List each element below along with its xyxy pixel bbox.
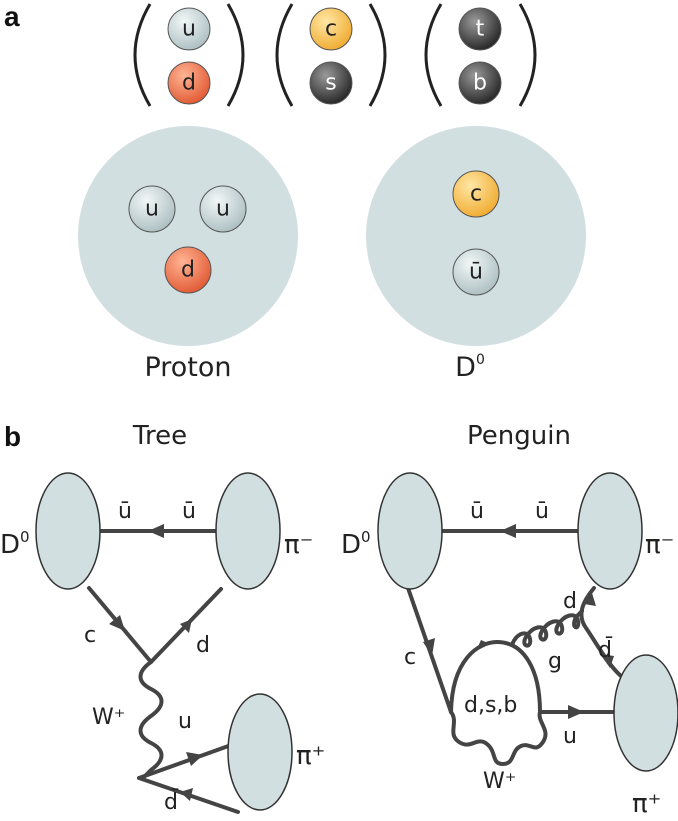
tree-d-label: d <box>196 633 210 658</box>
tree-diagram <box>35 472 293 814</box>
left-paren <box>275 3 294 107</box>
penguin-ubar-left: ū <box>470 499 484 524</box>
gluon <box>510 609 584 648</box>
u-quark-label: u <box>216 197 230 222</box>
c-quark-label: c <box>470 182 482 207</box>
arrow <box>109 615 125 631</box>
left-paren <box>424 3 443 107</box>
u-line <box>137 742 236 780</box>
arrow <box>568 705 584 719</box>
proton-body <box>78 126 298 346</box>
tree-w-label: W⁺ <box>92 705 125 730</box>
penguin-pi-minus-label: π⁻ <box>645 530 674 560</box>
penguin-dbar-label: d̄ <box>598 637 612 663</box>
right-paren <box>368 3 387 107</box>
penguin-ubar-right: ū <box>535 499 549 524</box>
tree-c-label: c <box>84 623 96 648</box>
tree-u-label: u <box>178 709 192 734</box>
penguin-d-label: d <box>563 589 577 614</box>
t-quark-label: t <box>476 17 485 42</box>
arrow <box>584 593 596 606</box>
s-quark-label: s <box>325 71 336 96</box>
c-quark-label: c <box>325 17 337 42</box>
penguin-pi-plus-label: π⁺ <box>632 789 661 819</box>
u-quark <box>199 185 247 233</box>
penguin-c-label: c <box>404 645 416 670</box>
pi-minus-hadron <box>577 472 643 590</box>
tree-pi-minus-label: π⁻ <box>284 530 313 560</box>
u-quark-label: u <box>182 17 196 42</box>
u-quark-label: u <box>145 197 159 222</box>
arrow <box>500 524 516 538</box>
arrow <box>423 638 435 656</box>
b-quark <box>458 61 502 105</box>
d0-caption: D0 <box>455 352 485 383</box>
d-dbar-line <box>579 586 634 684</box>
u-quark <box>128 185 176 233</box>
t-quark <box>458 7 502 51</box>
penguin-diagram <box>377 472 678 772</box>
penguin-w-label: W⁺ <box>483 769 516 794</box>
arrow <box>186 752 203 766</box>
tree-ubar-left: ū <box>118 499 132 524</box>
d0-hadron <box>35 472 101 590</box>
anti-u-quark <box>452 248 500 296</box>
penguin-g-label: g <box>548 649 562 674</box>
arrow <box>180 788 193 801</box>
arrow <box>600 654 614 668</box>
pi-plus-hadron <box>613 654 678 772</box>
d0-body <box>366 126 586 346</box>
tree-pi-plus-label: π⁺ <box>296 741 325 771</box>
d-quark-label: d <box>181 258 195 283</box>
u-quark <box>167 7 211 51</box>
arrow <box>180 619 192 633</box>
anti-u-quark-label: ū <box>469 260 483 285</box>
tree-d0-label: D0 <box>0 528 30 560</box>
left-paren <box>133 3 152 107</box>
doublet-tb: t b <box>424 3 537 107</box>
panel-b-label: b <box>4 421 21 452</box>
doublet-cs: c s <box>275 3 387 107</box>
quark-loop <box>449 640 542 714</box>
d0-hadron <box>377 472 443 590</box>
d0-meson: c ū <box>366 126 586 346</box>
c-quark <box>452 170 500 218</box>
w-boson <box>138 660 164 778</box>
penguin-u-label: u <box>563 724 577 749</box>
pi-minus-hadron <box>215 472 281 590</box>
s-quark <box>309 61 353 105</box>
proton: u u d <box>78 126 298 346</box>
tree-title: Tree <box>132 421 187 451</box>
tree-ubar-right: ū <box>182 499 196 524</box>
penguin-d0-label: D0 <box>341 528 371 560</box>
panel-a-label: a <box>4 1 20 32</box>
c-quark <box>309 7 353 51</box>
d-quark-label: d <box>182 71 196 96</box>
right-paren <box>226 3 245 107</box>
w-loop <box>449 710 548 766</box>
proton-caption: Proton <box>144 352 231 383</box>
arrow <box>476 640 490 651</box>
arrow <box>148 524 164 538</box>
b-quark-label: b <box>473 71 487 96</box>
doublet-ud: u d <box>133 3 245 107</box>
d-quark <box>167 61 211 105</box>
tree-dbar-label: d̄ <box>164 789 178 815</box>
pi-plus-hadron <box>227 693 293 811</box>
penguin-title: Penguin <box>467 421 571 451</box>
right-paren <box>518 3 537 107</box>
d-quark <box>164 246 212 294</box>
penguin-loop-label: d,s,b <box>464 693 517 718</box>
